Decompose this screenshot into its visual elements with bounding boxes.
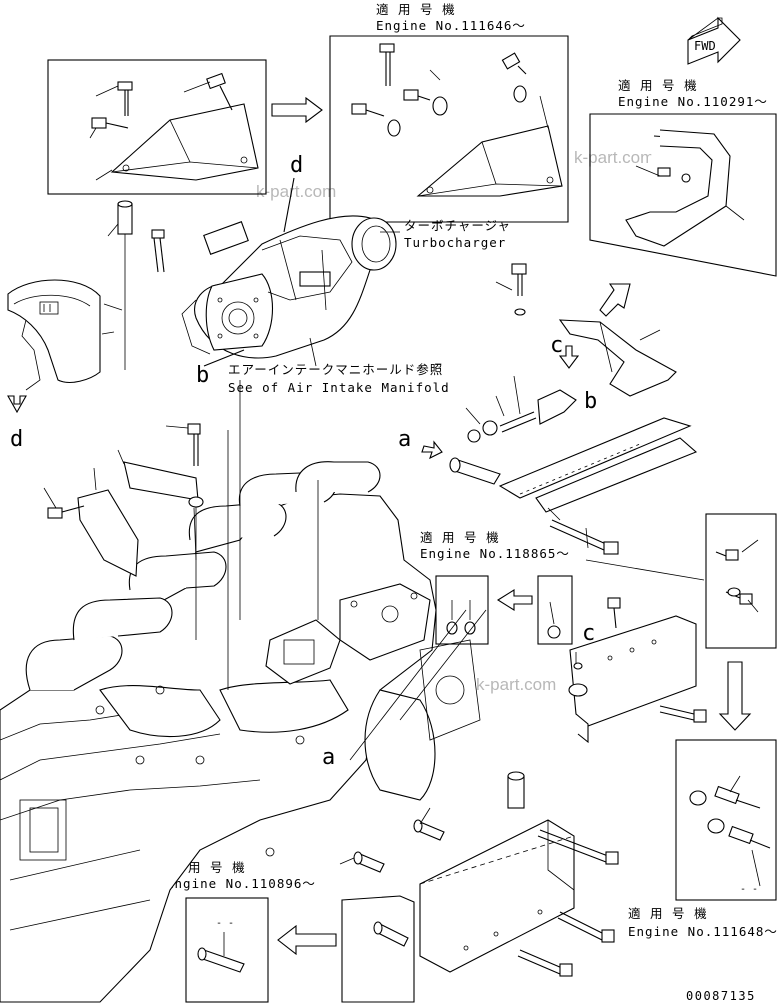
spacer-top-left (107, 200, 133, 370)
callout-engine-middle: Engine No.118865～ (420, 546, 570, 561)
callout-engine-top-center: Engine No.111646～ (376, 18, 526, 33)
letter-b-left: b (196, 363, 209, 388)
transfer-arrow-top (271, 96, 323, 124)
letter-d-left: d (10, 427, 23, 452)
heat-shield-left (7, 279, 123, 414)
air-intake-label-jp: エアーインテークマニホールド参照 (228, 362, 443, 377)
letter-c-top: c (550, 333, 563, 358)
turbocharger-label-jp: ターボチャージャ (404, 218, 511, 233)
callout-engine-bottom-right: Engine No.111648～ (628, 924, 778, 939)
callout-jp-bottom-right: 適 用 号 機 (628, 906, 708, 921)
transfer-arrow-top-right (599, 283, 631, 317)
heat-shield-long (498, 417, 698, 521)
fwd-label: FWD (694, 39, 716, 53)
bracket-right (495, 263, 677, 397)
air-intake-label-en: See of Air Intake Manifold (228, 380, 450, 395)
inset-box-top-center: 適 用 号 機 Engine No.111646～ (329, 2, 569, 223)
turbocharger-label-en: Turbocharger (404, 235, 506, 250)
inset-box-right-mid (705, 513, 777, 649)
spacer-a-top (421, 440, 501, 485)
long-bolt-right (549, 519, 619, 555)
watermark-3: k-part.com (476, 675, 556, 694)
inset-box-bottom-left: 適 用 号 機 Engine No.110896～ - - (166, 860, 415, 1003)
bolt-below-plate (659, 705, 707, 723)
callout-jp-top-right: 適 用 号 機 (618, 78, 698, 93)
inset-box-top-left (47, 59, 267, 195)
inset-box-top-right: 適 用 号 機 Engine No.110291～ (589, 78, 777, 277)
dash-mark: - - (740, 884, 758, 895)
engine-block (0, 380, 487, 1003)
callout-jp-top-center: 適 用 号 機 (376, 2, 456, 17)
lower-bolts (517, 829, 619, 977)
letter-a-top: a (398, 427, 411, 452)
callout-jp-middle: 適 用 号 機 (420, 530, 500, 545)
letter-b-right: b (584, 389, 597, 414)
watermark-1: k-part.com (256, 182, 336, 201)
inset-box-middle: 適 用 号 機 Engine No.118865～ (420, 530, 573, 645)
letter-c-mid: c (582, 621, 595, 646)
mounting-plate-c (568, 597, 697, 744)
inset-box-bottom-right: - - (675, 739, 777, 901)
stud-bolt (465, 375, 577, 443)
lower-bracket-plate (419, 819, 575, 973)
drawing-number: 00087135 (686, 989, 756, 1003)
callout-engine-bottom-left: Engine No.110896～ (166, 876, 316, 891)
forward-arrow-icon: FWD (687, 16, 741, 65)
turbocharger (151, 215, 397, 359)
callout-engine-top-right: Engine No.110291～ (618, 94, 768, 109)
letter-d-top: d (290, 153, 303, 178)
transfer-arrow-down (718, 661, 752, 731)
dash-mark-left: - - (216, 918, 234, 929)
lower-spacers (339, 771, 525, 873)
watermark-2: k-part.com (574, 148, 654, 167)
letter-a-bottom: a (322, 745, 335, 770)
gasket-cover (43, 423, 204, 577)
